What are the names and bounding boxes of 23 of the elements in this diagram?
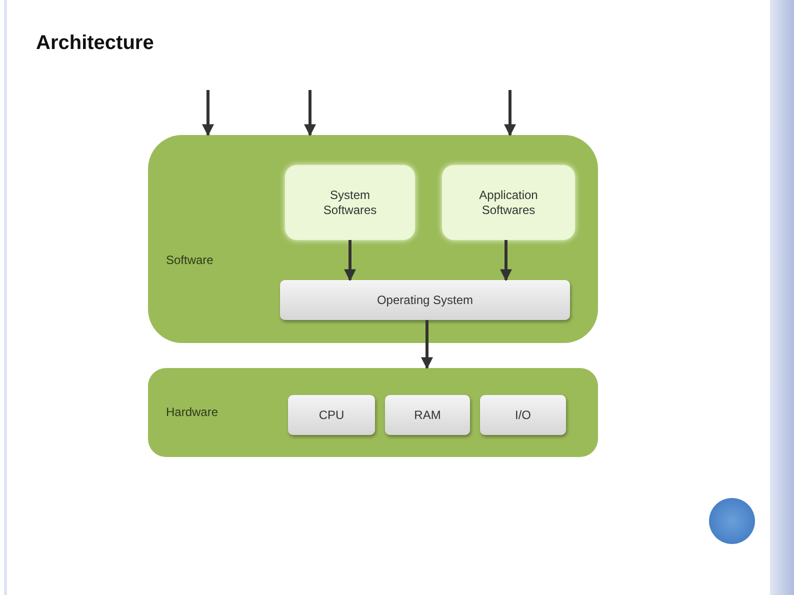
group-panel	[148, 368, 598, 457]
group-panel	[148, 135, 598, 343]
arrow	[504, 90, 516, 136]
arrow	[304, 90, 316, 136]
component-box	[480, 395, 566, 435]
box-label: I/O	[514, 408, 531, 422]
box-label: Operating System	[376, 292, 474, 308]
component-box	[288, 395, 375, 435]
component-box	[385, 395, 470, 435]
group-label: Software	[166, 253, 214, 267]
component-box	[280, 280, 570, 320]
arrow	[421, 320, 433, 370]
group-label: Hardware	[166, 404, 218, 418]
arrow	[344, 240, 356, 282]
box-label: RAM	[414, 408, 441, 422]
box-label: CPU	[318, 408, 344, 422]
arrow	[202, 90, 214, 136]
box-label: Application Softwares	[478, 188, 539, 218]
box-label: System Softwares	[322, 188, 378, 218]
slide-title: Architecture	[36, 32, 154, 55]
arrow	[500, 240, 512, 282]
software-box	[442, 165, 575, 240]
software-box	[285, 165, 415, 240]
